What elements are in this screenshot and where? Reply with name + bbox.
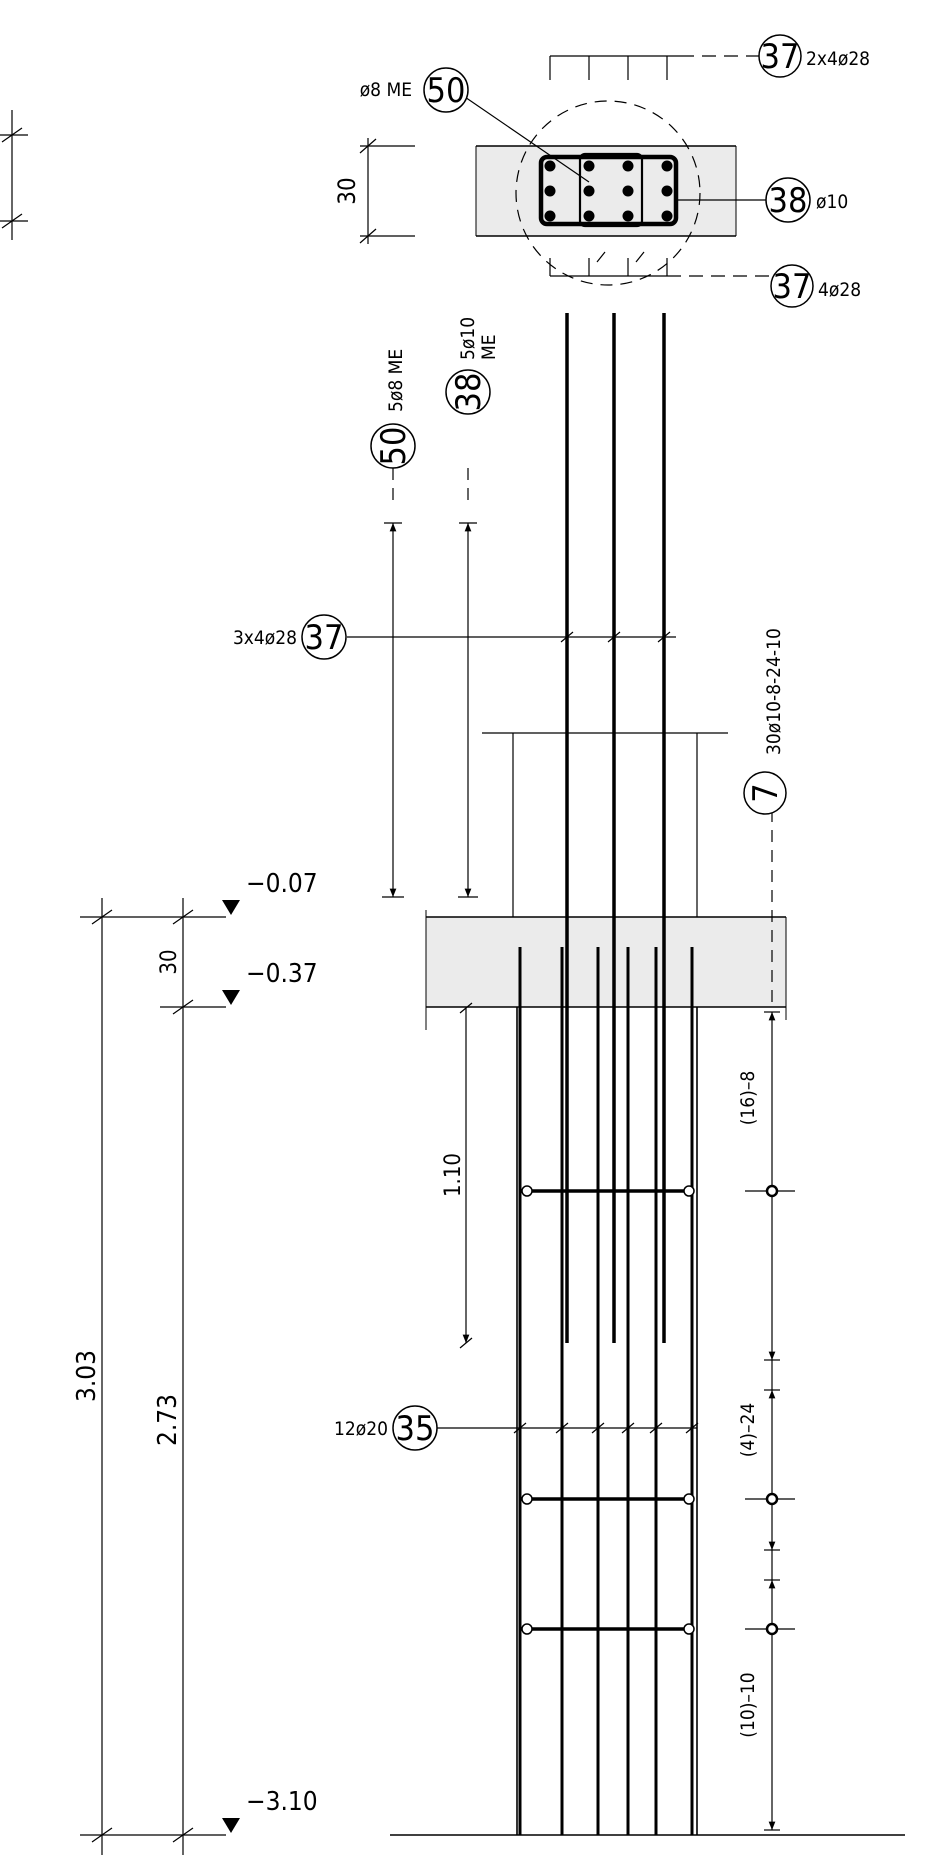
spacing-bottom: (10)–10 xyxy=(737,1672,759,1737)
callout-38-label-a: 5ø10 xyxy=(457,317,479,360)
spacing-top: (16)–8 xyxy=(737,1071,759,1126)
section-beam-fill xyxy=(476,146,736,236)
callout-37-bottom-label: 4ø28 xyxy=(818,279,861,301)
footing-fill xyxy=(426,917,786,1007)
level-markers xyxy=(222,900,240,1833)
callout-35-mark: 35 xyxy=(396,1409,435,1449)
level-bottom: −3.10 xyxy=(246,1787,318,1817)
dim-column: 2.73 xyxy=(153,1394,183,1446)
callout-50-elevation: 50 5ø8 ME xyxy=(370,349,416,469)
callout-37-mark: 37 xyxy=(305,618,344,658)
callout-37-label: 3x4ø28 xyxy=(233,627,297,649)
section-bars xyxy=(544,160,673,222)
callout-38-label-b: ME xyxy=(478,334,500,360)
detail-circle xyxy=(515,100,701,286)
callout-7: 7 30ø10-8-24-10 xyxy=(743,628,787,815)
lower-bars xyxy=(518,947,694,1835)
callout-37-top-mark: 37 xyxy=(761,37,800,77)
cross-section: 30 37 2x4ø28 38 ø10 37 4ø28 50 ø8 ME xyxy=(333,34,870,308)
callout-37-elevation: 37 3x4ø28 xyxy=(233,614,347,660)
callout-38-section-label: ø10 xyxy=(816,191,848,213)
dim-total: 3.03 xyxy=(72,1350,102,1402)
callout-50-label: 5ø8 ME xyxy=(385,349,407,412)
spacing-mid: (4)–24 xyxy=(737,1403,759,1458)
ties xyxy=(521,1185,695,1635)
callout-7-label: 30ø10-8-24-10 xyxy=(763,628,785,755)
callout-37-top-label: 2x4ø28 xyxy=(806,48,870,70)
upper-bars xyxy=(565,313,666,1343)
callout-50-section-mark: 50 xyxy=(427,71,466,111)
level-mid: −0.37 xyxy=(246,959,318,989)
callout-35: 35 12ø20 xyxy=(334,1405,438,1451)
callout-35-label: 12ø20 xyxy=(334,1418,388,1440)
callout-50-section-label: ø8 ME xyxy=(360,79,412,101)
callout-7-mark: 7 xyxy=(746,783,786,802)
outer-stirrup xyxy=(538,154,679,227)
callout-38-elevation: 38 5ø10 ME xyxy=(445,317,500,415)
elevation: 1.10 (16)–8 (4)–24 (10)–10 xyxy=(72,313,905,1855)
callout-38-section-mark: 38 xyxy=(769,181,808,221)
dim-slab: 30 xyxy=(157,949,182,974)
inner-stirrup xyxy=(578,152,644,228)
callout-37-bottom-mark: 37 xyxy=(773,267,812,307)
partial-dimension-left xyxy=(0,110,28,240)
callout-38-mark: 38 xyxy=(449,373,489,412)
section-depth-dim: 30 xyxy=(333,177,361,204)
level-top: −0.07 xyxy=(246,869,318,899)
dim-anchorage: 1.10 xyxy=(441,1153,466,1197)
callout-50-mark: 50 xyxy=(374,427,414,466)
